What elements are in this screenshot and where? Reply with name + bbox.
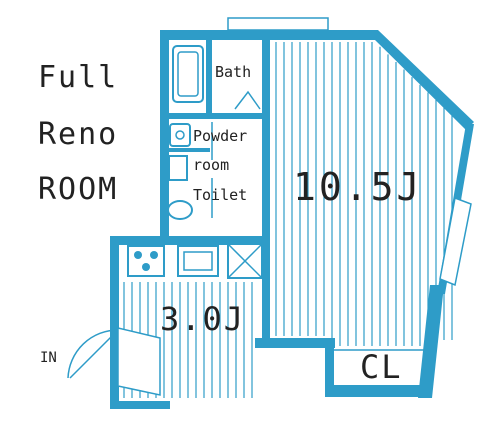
label-main-room: 10.5J (293, 165, 422, 209)
wall-left-upper (160, 30, 169, 245)
caption-line-2: Reno (38, 117, 118, 152)
caption-line-3: ROOM (38, 172, 118, 207)
entry-door-icon (67, 327, 161, 396)
wall-top (160, 30, 474, 130)
window-top (227, 17, 329, 31)
kitchen-sink-icon (177, 245, 219, 277)
caption-line-1: Full (38, 60, 118, 95)
label-powder-line2: room (193, 156, 229, 174)
window-right (439, 196, 472, 287)
main-room-hatching (275, 42, 453, 346)
label-powder-line1: Powder (193, 127, 247, 145)
wall-bath-inner (206, 40, 212, 118)
wall-kitchen-left (110, 236, 119, 406)
wall-kitchen-top (110, 236, 270, 245)
wall-bottom-main (255, 338, 335, 348)
floor-hatching (123, 42, 453, 398)
wall-entry-bottom (110, 401, 170, 409)
label-kitchen: 3.0J (160, 300, 245, 338)
toilet-icon (167, 155, 193, 220)
windows (227, 17, 472, 287)
wall-bath-bottom (160, 113, 268, 119)
wall-main-left (262, 36, 270, 346)
stove-icon (127, 245, 165, 277)
bath-door-icon (234, 90, 261, 110)
label-closet: CL (360, 348, 403, 386)
wall-right-lower (418, 285, 444, 398)
label-bath: Bath (215, 63, 251, 81)
caption: Full Reno ROOM (38, 60, 118, 207)
label-entry: IN (40, 350, 57, 366)
wall-powder-divider (166, 148, 210, 152)
sink-icon (169, 123, 191, 147)
wall-closet-left (325, 345, 334, 390)
bathtub-icon (172, 45, 204, 103)
room-labels: Bath Powder room Toilet 10.5J 3.0J CL (160, 63, 422, 386)
label-toilet: Toilet (193, 186, 247, 204)
wall-bottom-closet (325, 385, 430, 397)
washer-pan-icon (227, 243, 263, 279)
